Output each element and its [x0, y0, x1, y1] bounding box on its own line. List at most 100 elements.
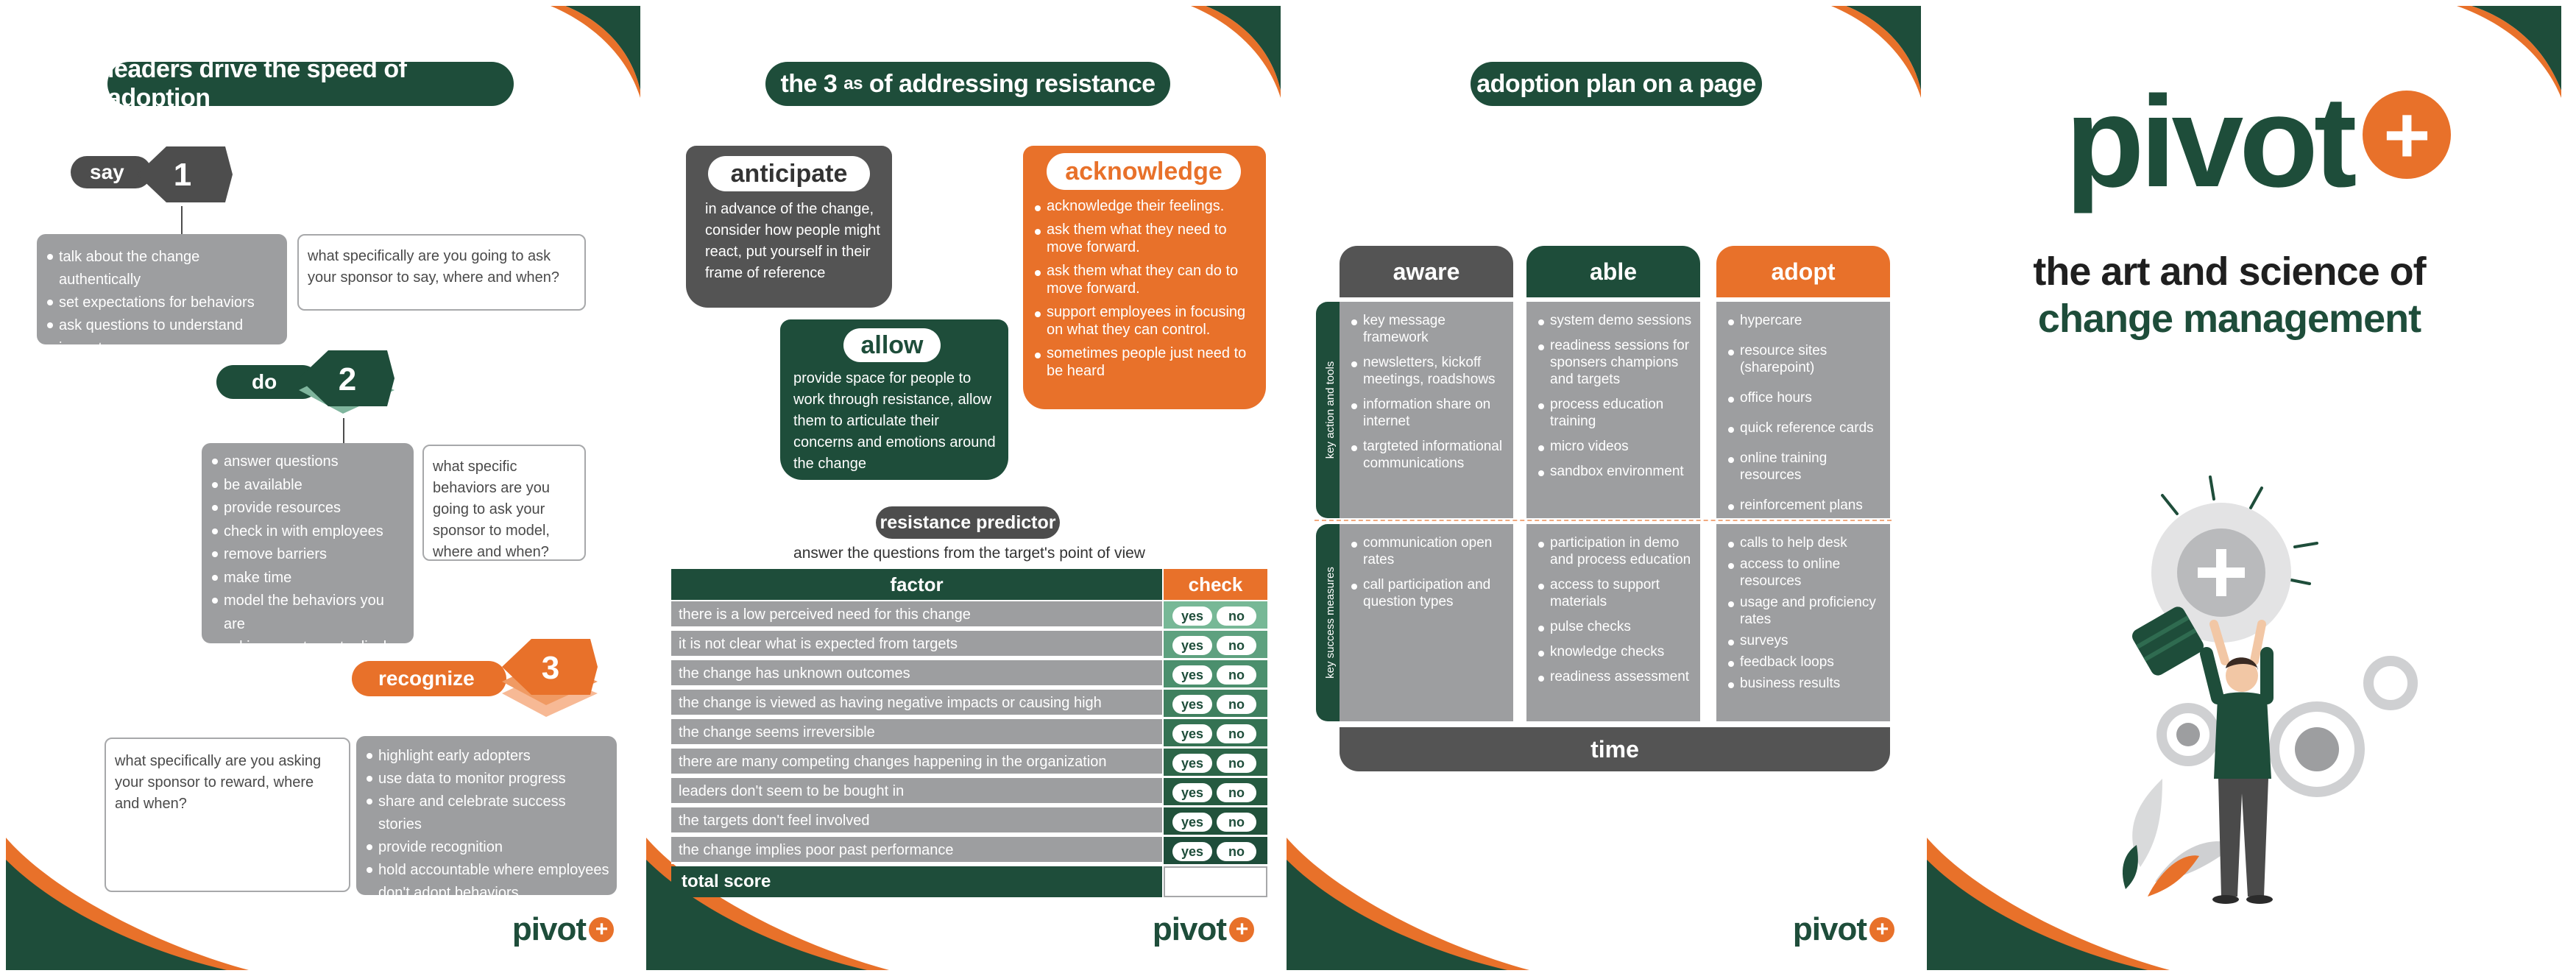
no-option[interactable]: no — [1217, 665, 1256, 685]
no-option[interactable]: no — [1217, 754, 1256, 773]
list-item: access to support materials — [1534, 576, 1693, 610]
factor-cell: the change has unknown outcomes — [671, 660, 1162, 687]
list-item: highlight early adopters — [362, 745, 611, 768]
step-3-diamond: 3 — [502, 639, 598, 717]
step-2-diamond: 2 — [299, 350, 394, 414]
predictor-subtitle: answer the questions from the target's p… — [793, 545, 1145, 562]
pivot-logo: pivot + — [1793, 911, 1894, 948]
list-item: hold accountable where employees don't a… — [362, 859, 611, 905]
plus-icon: + — [1869, 917, 1894, 942]
list-item: ask them what they can do to move forwar… — [1030, 262, 1260, 297]
no-option[interactable]: no — [1217, 636, 1256, 655]
panel-resistance: the 3 as of addressing resistance antici… — [646, 6, 1281, 970]
panel-corner-decoration — [6, 6, 640, 970]
list-item: micro videos — [1534, 438, 1693, 455]
list-item: model the behaviors you are — [208, 590, 408, 636]
list-item: office hours — [1724, 389, 1883, 406]
no-option[interactable]: no — [1217, 842, 1256, 861]
list-item: information share on internet — [1347, 396, 1506, 430]
pivot-logo: pivot + — [512, 911, 614, 948]
table-row: the change is viewed as having negative … — [671, 690, 1267, 738]
step-1-diamond: 1 — [137, 146, 233, 202]
list-item: process education training — [1534, 396, 1693, 430]
step-number: 3 — [542, 650, 559, 686]
cover-line-1: the art and science of — [2033, 250, 2426, 294]
list-item: online training resources — [1724, 450, 1883, 484]
logo-word: pivot — [1152, 911, 1227, 947]
column-header-adopt: adopt — [1716, 246, 1890, 297]
list-item: key message framework — [1347, 312, 1506, 346]
list-item: knowledge checks — [1534, 643, 1693, 660]
recognize-question: what specifically are you asking your sp… — [105, 738, 350, 892]
factor-cell: leaders don't seem to be bought in — [671, 778, 1162, 805]
list-item: sandbox environment — [1534, 463, 1693, 480]
yes-option[interactable]: yes — [1172, 695, 1212, 714]
yes-option[interactable]: yes — [1172, 607, 1212, 626]
list-item: reinforcement plans — [1724, 497, 1883, 514]
list-item: call participation and question types — [1347, 576, 1506, 610]
yes-option[interactable]: yes — [1172, 636, 1212, 655]
list-item: talk about the change authentically — [43, 246, 281, 291]
cover-line-2: change management — [2037, 297, 2421, 341]
adopt-measures: calls to help desk access to online reso… — [1716, 524, 1890, 721]
say-bullets: talk about the change authentically set … — [37, 234, 287, 379]
list-item: participation in demo and process educat… — [1534, 534, 1693, 568]
yes-option[interactable]: yes — [1172, 842, 1212, 861]
factor-cell: the change seems irreversible — [671, 719, 1162, 746]
check-cell: yes no — [1164, 601, 1267, 631]
logo-word: pivot — [1792, 911, 1867, 947]
yes-option[interactable]: yes — [1172, 724, 1212, 743]
title-post: of addressing resistance — [862, 69, 1156, 98]
yes-option[interactable]: yes — [1172, 813, 1212, 832]
list-item: set expectations for behaviors — [43, 291, 281, 314]
factor-cell: there are many competing changes happeni… — [671, 749, 1162, 776]
do-bullets: answer questions be available provide re… — [202, 443, 414, 655]
allow-text: provide space for people to work through… — [793, 370, 996, 472]
connector-line — [181, 206, 183, 239]
pivot-logo-large: pivot + — [2065, 77, 2452, 207]
list-item: remove barriers — [208, 543, 408, 567]
no-option[interactable]: no — [1217, 695, 1256, 714]
do-question: what specific behaviors are you going to… — [422, 445, 586, 561]
able-measures: participation in demo and process educat… — [1526, 524, 1700, 721]
table-row: there is a low perceived need for this c… — [671, 601, 1267, 631]
logo-word: pivot — [512, 911, 587, 947]
table-row: leaders don't seem to be bought in yes n… — [671, 778, 1267, 807]
no-option[interactable]: no — [1217, 607, 1256, 626]
no-option[interactable]: no — [1217, 783, 1256, 802]
check-cell: yes no — [1164, 778, 1267, 807]
divider — [1314, 520, 1892, 521]
list-item: asking your team to display — [208, 636, 408, 659]
yes-option[interactable]: yes — [1172, 665, 1212, 685]
list-item: feedback loops — [1724, 654, 1883, 671]
aware-actions: key message framework newsletters, kicko… — [1340, 302, 1513, 518]
panel-corner-decoration — [1287, 6, 1921, 970]
anticipate-label: anticipate — [708, 156, 870, 191]
list-item: pulse checks — [1534, 618, 1693, 635]
no-option[interactable]: no — [1217, 724, 1256, 743]
table-row: it is not clear what is expected from ta… — [671, 631, 1267, 660]
check-cell: yes no — [1164, 837, 1267, 866]
yes-option[interactable]: yes — [1172, 783, 1212, 802]
list-item: newsletters, kickoff meetings, roadshows — [1347, 354, 1506, 388]
table-header-check: check — [1164, 569, 1267, 600]
yes-option[interactable]: yes — [1172, 754, 1212, 773]
check-cell: yes no — [1164, 807, 1267, 837]
anticipate-text: in advance of the change, consider how p… — [705, 201, 880, 281]
list-item: hypercare — [1724, 312, 1883, 329]
list-item: be available — [208, 474, 408, 498]
factor-cell: the change is viewed as having negative … — [671, 690, 1162, 738]
column-header-able: able — [1526, 246, 1700, 297]
aware-measures: communication open rates call participat… — [1340, 524, 1513, 721]
panel-leaders: leaders drive the speed of adoption say … — [6, 6, 640, 970]
check-cell: yes no — [1164, 749, 1267, 778]
list-item: business results — [1724, 675, 1883, 692]
total-score-label: total score — [671, 866, 1162, 897]
adopt-actions: hypercare resource sites (sharepoint) of… — [1716, 302, 1890, 518]
factor-cell: the targets don't feel involved — [671, 807, 1162, 835]
total-score-input[interactable] — [1164, 866, 1267, 897]
table-row: the change implies poor past performance… — [671, 837, 1267, 866]
panel-cover: pivot + the art and science of change ma… — [1927, 6, 2561, 970]
no-option[interactable]: no — [1217, 813, 1256, 832]
list-item: ask them what they need to move forward. — [1030, 221, 1260, 256]
